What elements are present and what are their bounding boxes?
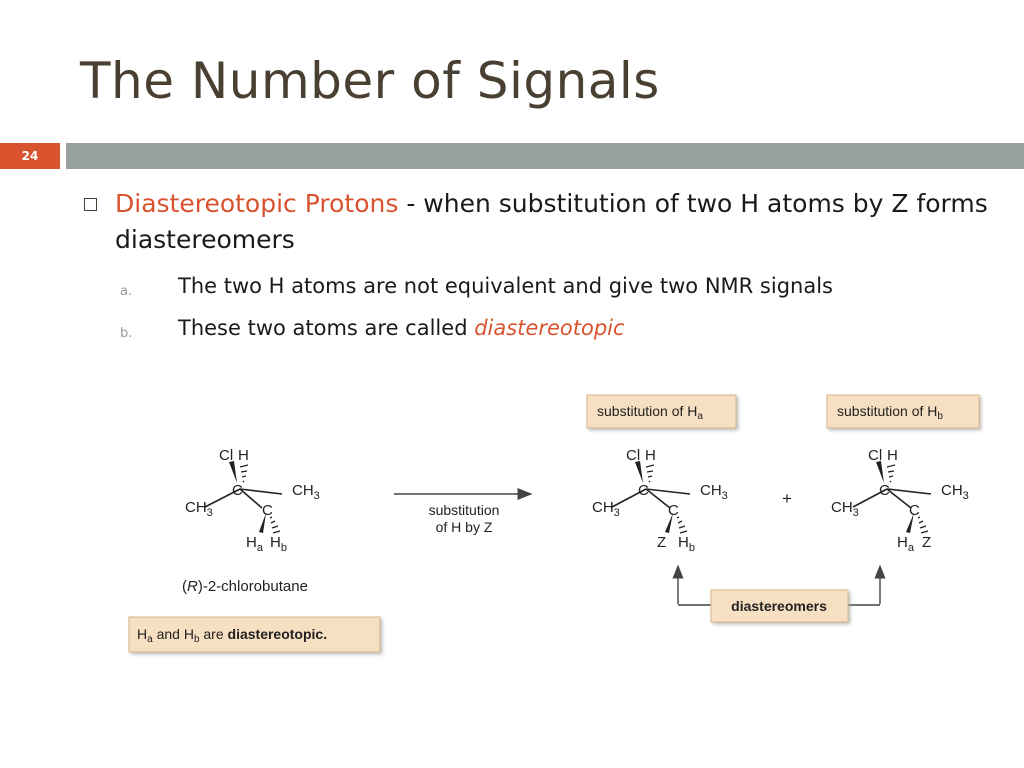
svg-text:substitution of Ha: substitution of Ha: [597, 403, 703, 422]
sub-item-b: These two atoms are called diastereotopi…: [178, 316, 625, 340]
svg-text:CH3: CH3: [941, 482, 969, 502]
product-2-molecule: Cl H C C CH3 CH3 Ha Z: [831, 447, 969, 554]
svg-text:C: C: [638, 482, 649, 499]
atom-c1: C: [232, 482, 243, 499]
svg-text:Ha and Hb are diastereotopic.: Ha and Hb are diastereotopic.: [137, 626, 327, 645]
bullet-square-icon: [84, 198, 97, 211]
bullet-text: Diastereotopic Protons - when substituti…: [115, 186, 995, 258]
product-1-molecule: Cl H C C CH3 CH3 Z Hb: [592, 447, 728, 554]
svg-text:Ha: Ha: [246, 534, 264, 554]
svg-text:of H by Z: of H by Z: [436, 519, 493, 535]
atom-h: H: [238, 447, 249, 464]
note-box-diastereotopic: Ha and Hb are diastereotopic.: [128, 616, 381, 653]
sub-item-b-text: These two atoms are called: [178, 316, 475, 340]
svg-text:Z: Z: [657, 534, 666, 551]
sub-item-a: The two H atoms are not equivalent and g…: [178, 274, 833, 298]
plus-sign: +: [782, 489, 792, 508]
header-bar: [66, 143, 1024, 169]
box-substitution-hb: substitution of Hb: [826, 394, 980, 429]
sub-marker-a: a.: [120, 284, 133, 299]
diastereomers-bracket: diastereomers: [672, 564, 886, 623]
molecule-r-2-chlorobutane: Cl H C C CH3 CH3 Ha Hb (R)-2-chlorobutan…: [182, 447, 320, 595]
svg-text:CH3: CH3: [831, 499, 859, 519]
term-definition: - when substitution of two H atoms by Z …: [115, 189, 988, 254]
svg-text:C: C: [668, 502, 679, 519]
slide-title: The Number of Signals: [80, 52, 660, 110]
svg-text:H: H: [887, 447, 898, 464]
svg-text:CH3: CH3: [592, 499, 620, 519]
svg-text:CH3: CH3: [700, 482, 728, 502]
term-diastereotopic-protons: Diastereotopic Protons: [115, 189, 399, 218]
sub-item-b-emphasis: diastereotopic: [474, 316, 625, 340]
svg-text:substitution of Hb: substitution of Hb: [837, 403, 943, 422]
molecule-caption: (R)-2-chlorobutane: [182, 578, 308, 595]
svg-text:Ha: Ha: [897, 534, 915, 554]
sub-marker-b: b.: [120, 326, 133, 341]
svg-text:H: H: [645, 447, 656, 464]
svg-text:Cl: Cl: [868, 447, 882, 464]
atom-cl: Cl: [219, 447, 233, 464]
substitution-arrow: substitution of H by Z: [394, 488, 533, 535]
page-number: 24: [0, 143, 60, 169]
svg-text:Z: Z: [922, 534, 931, 551]
svg-text:C: C: [879, 482, 890, 499]
svg-text:Hb: Hb: [270, 534, 287, 554]
svg-text:diastereomers: diastereomers: [731, 598, 827, 614]
svg-text:CH3: CH3: [185, 499, 213, 519]
svg-text:C: C: [909, 502, 920, 519]
svg-text:Hb: Hb: [678, 534, 695, 554]
box-substitution-ha: substitution of Ha: [586, 394, 737, 429]
svg-text:CH3: CH3: [292, 482, 320, 502]
svg-text:Cl: Cl: [626, 447, 640, 464]
svg-text:substitution: substitution: [429, 502, 500, 518]
atom-c2: C: [262, 502, 273, 519]
